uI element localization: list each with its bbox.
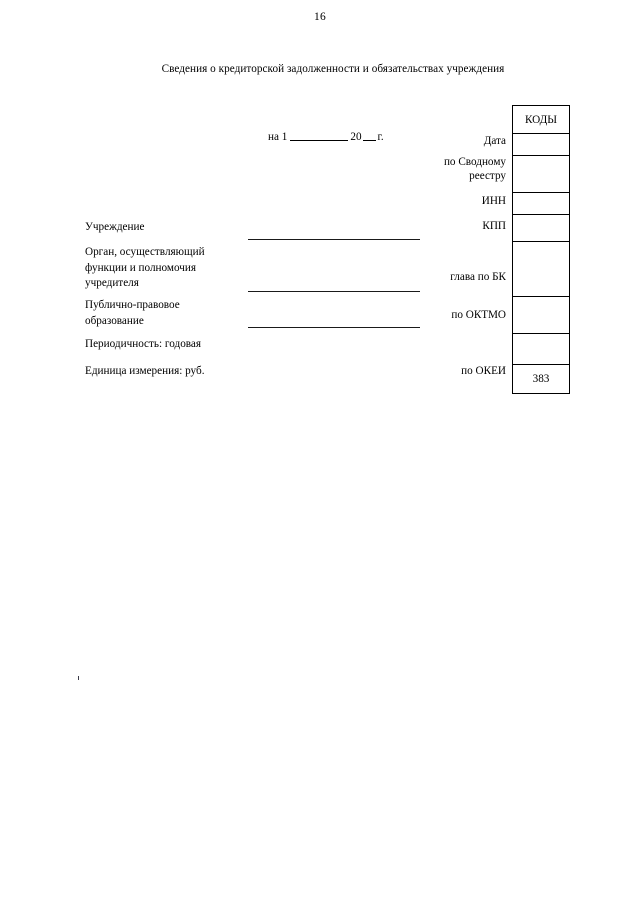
codes-value-kpp[interactable]	[512, 214, 570, 242]
date-prefix-label: на 1	[268, 131, 288, 143]
codes-table: КОДЫ 383	[512, 105, 570, 394]
table-row	[512, 214, 570, 242]
codes-value-glava-po-bk[interactable]	[512, 241, 570, 297]
date-suffix-label: г.	[377, 131, 384, 143]
codes-row-caption-date: Дата	[483, 135, 506, 147]
codes-row-caption-oktmo: по ОКТМО	[451, 309, 506, 321]
label-founder-body: Орган, осуществляющий функции и полномоч…	[85, 246, 205, 289]
label-public-legal-entity: Публично-правовое образование	[85, 299, 180, 327]
codes-row-caption-okei: по ОКЕИ	[461, 365, 506, 377]
codes-row-caption-glava-po-bk: глава по БК	[450, 271, 506, 283]
codes-table-header-cell: КОДЫ	[512, 105, 570, 134]
label-periodicity: Периодичность: годовая	[85, 338, 202, 350]
table-row: 383	[512, 364, 570, 394]
label-unit-of-measure: Единица измерения: руб.	[85, 365, 205, 377]
report-date-line: на 1 20 г.	[268, 131, 384, 143]
codes-value-date[interactable]	[512, 133, 570, 156]
codes-value-inn[interactable]	[512, 192, 570, 215]
codes-row-caption-consolidated-register: по Сводному реестру	[443, 156, 506, 182]
date-year-blank[interactable]	[362, 131, 376, 141]
table-row	[512, 155, 570, 193]
table-row	[512, 241, 570, 297]
table-row	[512, 133, 570, 156]
page-number: 16	[314, 11, 326, 23]
codes-value-okei[interactable]: 383	[512, 364, 570, 394]
institution-fill-rule[interactable]	[248, 239, 420, 240]
date-year-prefix-label: 20	[350, 131, 362, 143]
table-row	[512, 192, 570, 215]
codes-value-blank[interactable]	[512, 333, 570, 365]
public-legal-entity-fill-rule[interactable]	[248, 327, 420, 328]
codes-row-caption-inn: ИНН	[481, 195, 506, 207]
codes-value-consolidated-register[interactable]	[512, 155, 570, 193]
founder-body-fill-rule[interactable]	[248, 291, 420, 292]
codes-value-oktmo[interactable]	[512, 296, 570, 334]
table-row	[512, 333, 570, 365]
page-title: Сведения о кредиторской задолженности и …	[161, 63, 505, 75]
label-institution: Учреждение	[85, 221, 145, 233]
table-row: КОДЫ	[512, 105, 570, 134]
codes-row-caption-kpp: КПП	[482, 220, 506, 232]
scan-artifact-speck	[78, 676, 79, 680]
table-row	[512, 296, 570, 334]
date-month-blank[interactable]	[290, 131, 349, 141]
